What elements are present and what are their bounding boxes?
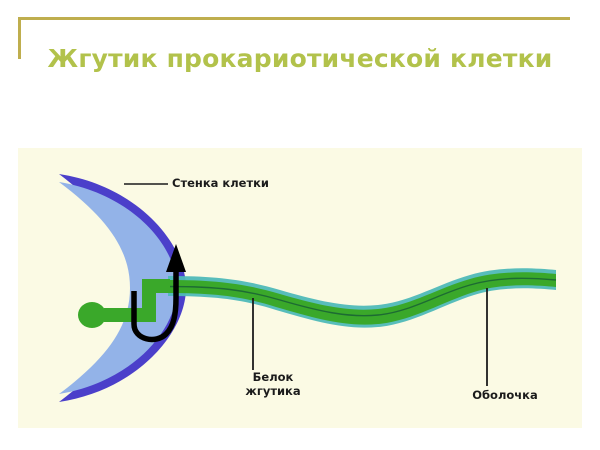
rotation-arrow-head: [166, 244, 186, 272]
flagellum-core-line: [167, 277, 557, 317]
cell-wall-crescent: [59, 174, 186, 402]
flagellum-filament: [168, 272, 556, 325]
page-title: Жгутик прокариотической клетки: [47, 44, 553, 73]
diagram-panel: Стенка клетки Белок жгутика Оболочка: [18, 148, 582, 428]
label-flagellum-protein-line2: жгутика: [245, 384, 301, 398]
label-cell-wall: Стенка клетки: [172, 176, 269, 190]
label-flagellum-protein-line1: Белок: [252, 370, 294, 384]
label-sheath: Оболочка: [472, 388, 538, 402]
label-flagellum-protein: Белок жгутика: [218, 370, 328, 398]
flagellum-hook-shaft: [104, 308, 156, 322]
prokaryotic-flagellum-illustration: [59, 174, 557, 402]
rotation-arrow-loop: [131, 270, 179, 343]
flagellum-hook: [142, 279, 170, 316]
basal-body-knob: [78, 302, 106, 328]
